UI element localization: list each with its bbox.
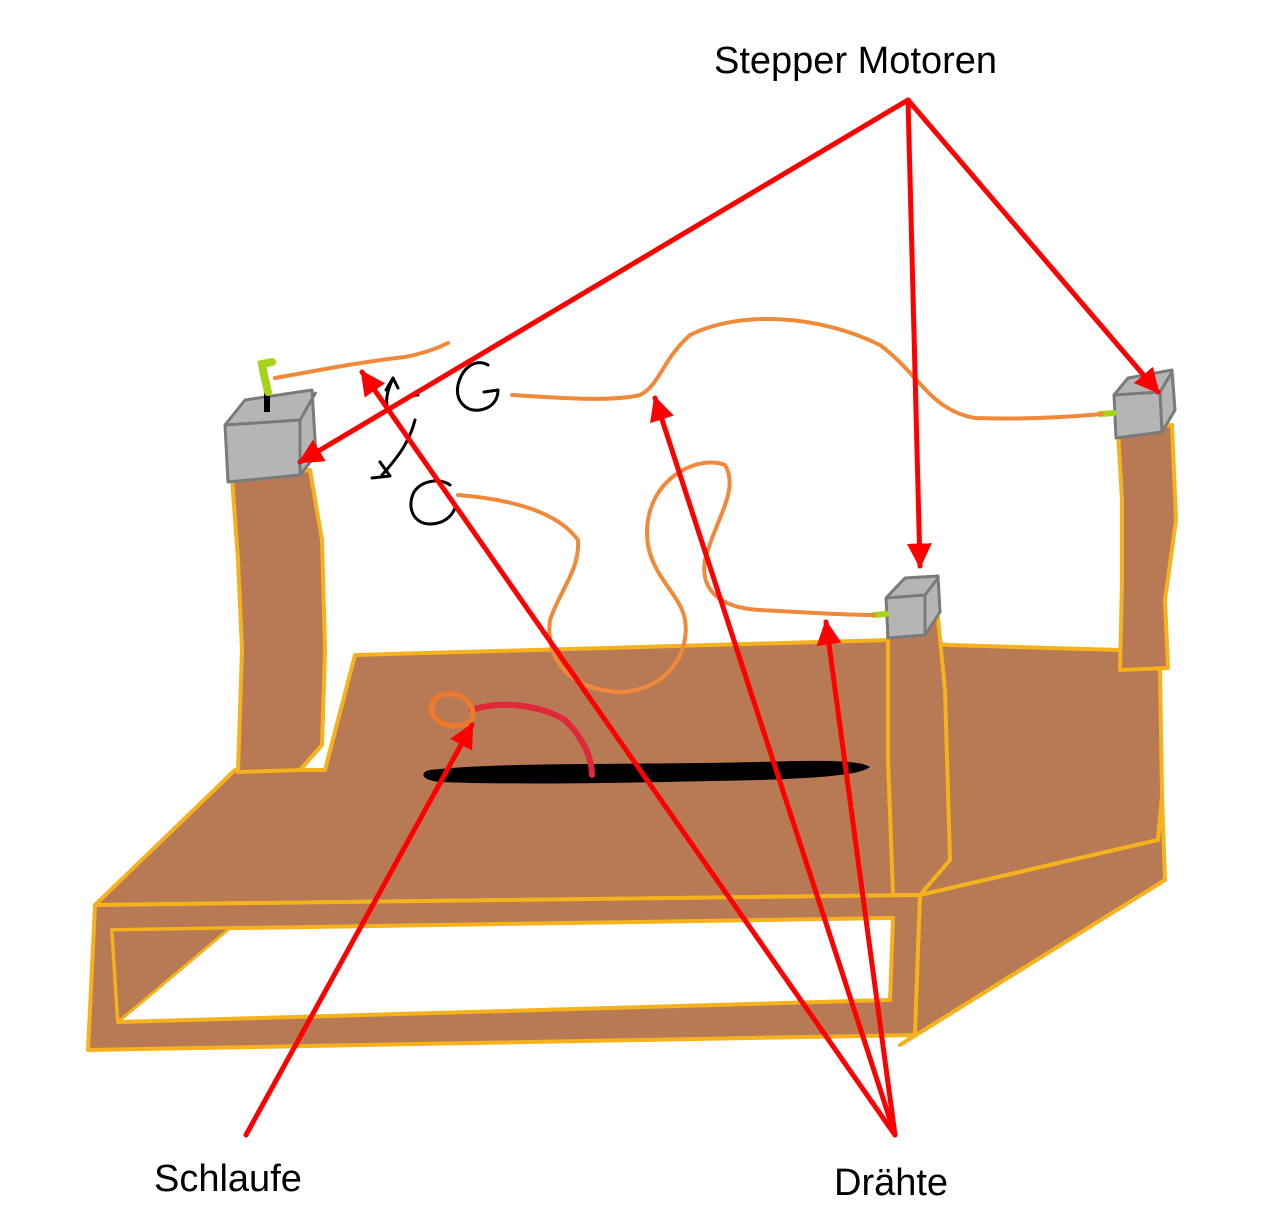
arrow-wires-to-middle [816,619,898,1138]
slot [423,760,870,784]
wire-middle [456,460,876,694]
stepper-motor-right [1097,368,1177,440]
arrow-wires-to-left [359,369,898,1138]
post-middle [886,616,952,897]
callout-arrows [243,97,1161,1138]
base-side-face [898,796,1167,1047]
arrow-motors-to-right [905,97,1161,395]
rotation-sketch [370,361,500,526]
label-stepper-motors: Stepper Motoren [714,40,998,82]
sketch-letter-g [455,361,500,412]
rotation-arrow-down [370,418,417,480]
loop-wire [469,701,595,778]
post-left [230,468,327,774]
stepper-motor-middle [871,574,942,640]
wire-left [273,341,450,380]
sketch-letter-c [409,479,457,526]
base-opening-frame [110,926,235,1026]
arrow-loop [243,722,475,1138]
wires [273,317,1104,694]
arrow-wires-to-top [650,395,898,1138]
label-loop: Schlaufe [154,1158,302,1200]
label-wires: Drähte [834,1162,949,1204]
post-right [1116,423,1178,672]
arrow-motors-to-middle [905,97,932,569]
wire-top-right [510,317,1104,421]
stepper-motor-left [223,358,318,484]
arrow-motors-to-left [297,97,911,465]
